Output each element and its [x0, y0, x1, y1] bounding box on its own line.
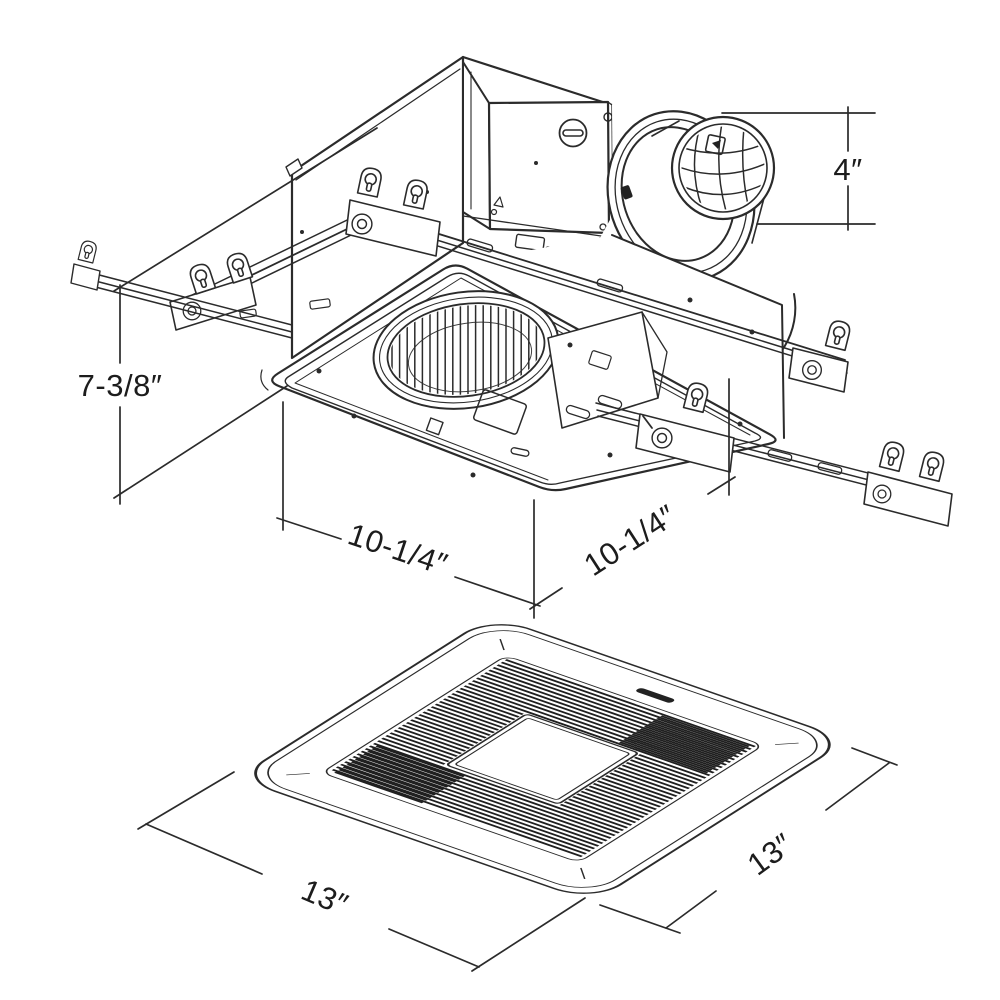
hanger-bar-back-left: [169, 207, 377, 331]
fan-housing-isometric-view: [70, 55, 953, 527]
dimension-housing-width: [276, 401, 541, 619]
housing-width-label: 10-1/4″: [344, 516, 452, 582]
dimension-housing-depth: [529, 378, 736, 610]
housing-height-label: 7-3/8″: [78, 368, 163, 403]
damper-grid: [681, 126, 765, 210]
grille-slat-field-border: [325, 657, 760, 861]
grille-slats: [331, 659, 756, 858]
junction-box: [461, 55, 614, 254]
grille-depth-label: 13″: [741, 826, 800, 882]
duct-diameter-label: 4″: [833, 152, 862, 187]
grille-isometric-view: [254, 624, 831, 894]
dimension-grille-width: [137, 771, 586, 972]
housing-depth-label: 10-1/4″: [578, 498, 683, 583]
dimension-grille-depth: [599, 747, 898, 934]
grille-width-label: 13″: [296, 872, 353, 923]
grille-corner-creases: [286, 639, 799, 879]
dimension-duct-diameter: [721, 106, 876, 231]
duct-opening: [670, 115, 776, 221]
hanger-bar-back-right: [345, 165, 853, 393]
hanger-bar-front: [70, 239, 953, 527]
grille-center-panel: [446, 714, 638, 804]
brand-logo-mark: [636, 688, 675, 703]
dimension-housing-height: [113, 127, 378, 505]
dimension-annotations: [113, 106, 898, 972]
knockout-circle: [558, 118, 588, 148]
